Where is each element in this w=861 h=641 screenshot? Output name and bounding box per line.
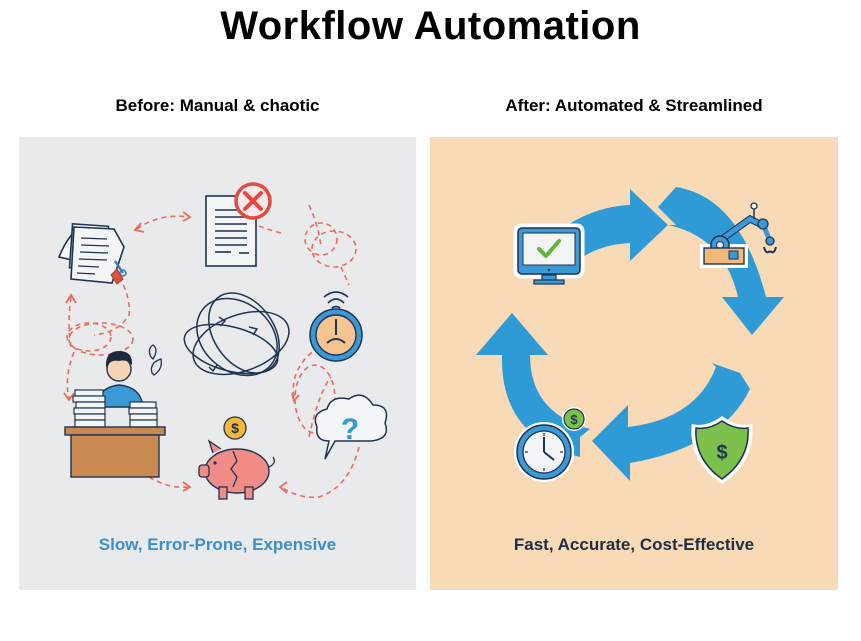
cycle-arrow-left: [476, 313, 590, 457]
shield-dollar-icon: $: [691, 415, 753, 485]
before-caption: Slow, Error-Prone, Expensive: [98, 535, 337, 554]
before-heading: Before: Manual & chaotic: [115, 96, 320, 115]
svg-text:$: $: [570, 412, 578, 427]
svg-text:?: ?: [341, 413, 359, 446]
stressed-worker-icon: [64, 344, 166, 478]
alarm-clock-icon: [309, 291, 363, 362]
cycle-arrow-right: [658, 187, 784, 335]
svg-text:$: $: [716, 442, 727, 464]
chaotic-workflow-illustration: $ ?: [57, 182, 388, 500]
after-caption: Fast, Accurate, Cost-Effective: [513, 535, 755, 554]
broken-piggy-bank-icon: $: [198, 416, 275, 500]
clock-dollar-icon: $: [514, 407, 586, 482]
cycle-arrow-bottom: [592, 363, 750, 481]
page-title: Workflow Automation: [220, 4, 641, 48]
svg-text:$: $: [231, 420, 239, 436]
question-bubble-icon: ?: [314, 394, 388, 460]
monitor-check-icon: [513, 223, 585, 285]
automated-cycle-illustration: $ $: [476, 187, 784, 485]
after-panel: $ $ Fast, Accurate, Cost-Effective: [430, 137, 838, 590]
after-heading: After: Automated & Streamlined: [505, 96, 763, 115]
rejected-document-icon: [205, 182, 272, 267]
before-panel: $ ? Slow, Error-Prone, Expensive: [19, 137, 416, 590]
robot-arm-icon: [700, 202, 777, 268]
tangled-arrows-icon: [183, 292, 290, 377]
scattered-documents-icon: [57, 222, 127, 285]
